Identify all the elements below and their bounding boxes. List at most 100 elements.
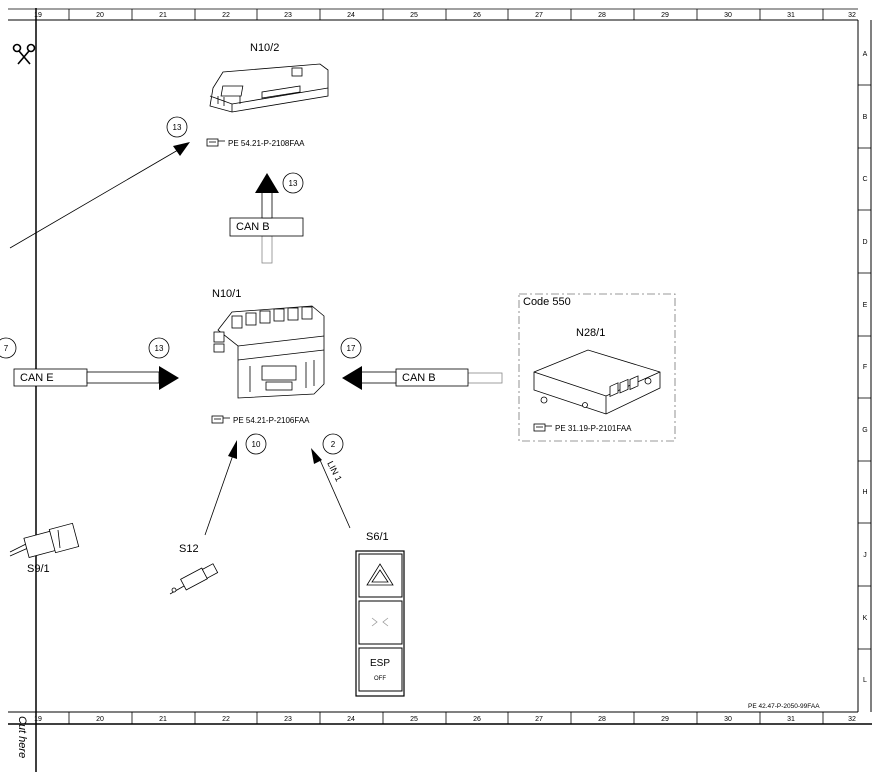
col-label: 19 bbox=[34, 12, 42, 19]
col-label: 32 bbox=[848, 716, 856, 723]
col-label: 24 bbox=[347, 12, 355, 19]
row-label: A bbox=[863, 51, 868, 58]
can-b-right-connection: CAN B bbox=[342, 366, 503, 390]
n10-2-module-drawing bbox=[209, 63, 329, 113]
n28-1-module-drawing bbox=[533, 349, 661, 415]
n10-1-ref-text: PE 54.21-P-2106FAA bbox=[233, 416, 310, 425]
bottom-ruler bbox=[68, 712, 824, 724]
col-label: 27 bbox=[535, 12, 543, 19]
pointing-hand-icon bbox=[206, 138, 225, 147]
footer-ref: PE 42.47-P-2050-99FAA bbox=[748, 703, 820, 710]
right-ruler-labels: A B C D E F G H J K L bbox=[862, 51, 867, 684]
svg-text:10: 10 bbox=[252, 440, 261, 449]
arrow-left-icon bbox=[342, 366, 362, 390]
marker-7-left: 7 bbox=[0, 337, 17, 359]
arrow-right-icon bbox=[159, 366, 179, 390]
esp-off-label: OFF bbox=[374, 676, 386, 682]
col-label: 32 bbox=[848, 12, 856, 19]
row-label: H bbox=[862, 489, 867, 496]
arrow-up-icon bbox=[255, 173, 279, 193]
blank-switch-icon bbox=[371, 617, 389, 627]
col-label: 22 bbox=[222, 12, 230, 19]
marker-13-top: 13 bbox=[166, 116, 188, 138]
n10-2-ref-text: PE 54.21-P-2108FAA bbox=[228, 139, 305, 148]
col-label: 23 bbox=[284, 716, 292, 723]
can-b-top-connection: CAN B bbox=[229, 173, 304, 264]
can-b-top-label: CAN B bbox=[236, 221, 270, 233]
can-e-label: CAN E bbox=[20, 372, 54, 384]
can-e-connection: CAN E bbox=[13, 366, 179, 390]
svg-text:13: 13 bbox=[173, 123, 182, 132]
marker-10: 10 bbox=[245, 433, 267, 455]
col-label: 29 bbox=[661, 12, 669, 19]
pointing-hand-icon bbox=[211, 415, 230, 424]
n10-2-ref: PE 54.21-P-2108FAA bbox=[206, 138, 305, 148]
col-label: 21 bbox=[159, 12, 167, 19]
marker-17: 17 bbox=[340, 337, 362, 359]
col-label: 28 bbox=[598, 716, 606, 723]
row-label: E bbox=[863, 302, 868, 309]
n10-1-ref: PE 54.21-P-2106FAA bbox=[211, 415, 310, 425]
col-label: 21 bbox=[159, 716, 167, 723]
row-label: L bbox=[863, 677, 867, 684]
row-label: B bbox=[863, 114, 868, 121]
col-label: 30 bbox=[724, 716, 732, 723]
row-label: C bbox=[862, 176, 867, 183]
row-label: D bbox=[862, 239, 867, 246]
n28-1-label: N28/1 bbox=[576, 327, 605, 339]
top-ruler-labels: 19 20 21 22 23 24 25 26 27 28 29 30 31 3… bbox=[34, 12, 856, 19]
pointing-hand-icon bbox=[533, 423, 552, 432]
col-label: 20 bbox=[96, 716, 104, 723]
col-label: 25 bbox=[410, 12, 418, 19]
col-label: 28 bbox=[598, 12, 606, 19]
right-ruler bbox=[858, 84, 871, 650]
hazard-warning-icon bbox=[366, 563, 394, 586]
frame bbox=[8, 8, 872, 772]
col-label: 19 bbox=[34, 716, 42, 723]
col-label: 29 bbox=[661, 716, 669, 723]
esp-button-label: ESP bbox=[370, 658, 390, 669]
cut-here-label: Cut here bbox=[16, 716, 28, 758]
n28-1-ref-text: PE 31.19-P-2101FAA bbox=[555, 424, 632, 433]
col-label: 26 bbox=[473, 716, 481, 723]
col-label: 20 bbox=[96, 12, 104, 19]
s12-label: S12 bbox=[179, 543, 199, 555]
n10-1-module-drawing bbox=[213, 305, 325, 399]
code-550-label: Code 550 bbox=[523, 296, 571, 308]
col-label: 23 bbox=[284, 12, 292, 19]
row-label: J bbox=[863, 552, 867, 559]
s6-1-label: S6/1 bbox=[366, 531, 389, 543]
col-label: 31 bbox=[787, 716, 795, 723]
col-label: 30 bbox=[724, 12, 732, 19]
row-label: G bbox=[862, 427, 867, 434]
code-550-dashed-box bbox=[518, 293, 676, 442]
col-label: 24 bbox=[347, 716, 355, 723]
row-label: K bbox=[863, 615, 868, 622]
n28-1-ref: PE 31.19-P-2101FAA bbox=[533, 423, 632, 433]
line-to-n10-2 bbox=[9, 142, 190, 249]
line-s6-1-to-n10-1 bbox=[311, 448, 351, 529]
col-label: 22 bbox=[222, 716, 230, 723]
n10-2-label: N10/2 bbox=[250, 42, 279, 54]
svg-text:13: 13 bbox=[155, 344, 164, 353]
line-s12-to-n10-1 bbox=[204, 440, 237, 536]
scissors-icon bbox=[12, 43, 36, 65]
col-label: 26 bbox=[473, 12, 481, 19]
s6-1-switch-panel: ESP OFF bbox=[355, 550, 405, 697]
svg-text:13: 13 bbox=[289, 179, 298, 188]
col-label: 31 bbox=[787, 12, 795, 19]
lin-1-label: LIN 1 bbox=[325, 459, 344, 483]
row-label: F bbox=[863, 364, 867, 371]
col-label: 25 bbox=[410, 716, 418, 723]
bottom-ruler-labels: 19 20 21 22 23 24 25 26 27 28 29 30 31 3… bbox=[34, 716, 856, 723]
s9-1-label: S9/1 bbox=[27, 563, 50, 575]
n10-1-label: N10/1 bbox=[212, 288, 241, 300]
svg-text:7: 7 bbox=[4, 344, 9, 353]
marker-13-arrow: 13 bbox=[282, 172, 304, 194]
svg-text:2: 2 bbox=[331, 440, 336, 449]
s9-1-switch-drawing bbox=[9, 522, 80, 559]
marker-13-left: 13 bbox=[148, 337, 170, 359]
col-label: 27 bbox=[535, 716, 543, 723]
top-ruler bbox=[8, 8, 858, 20]
